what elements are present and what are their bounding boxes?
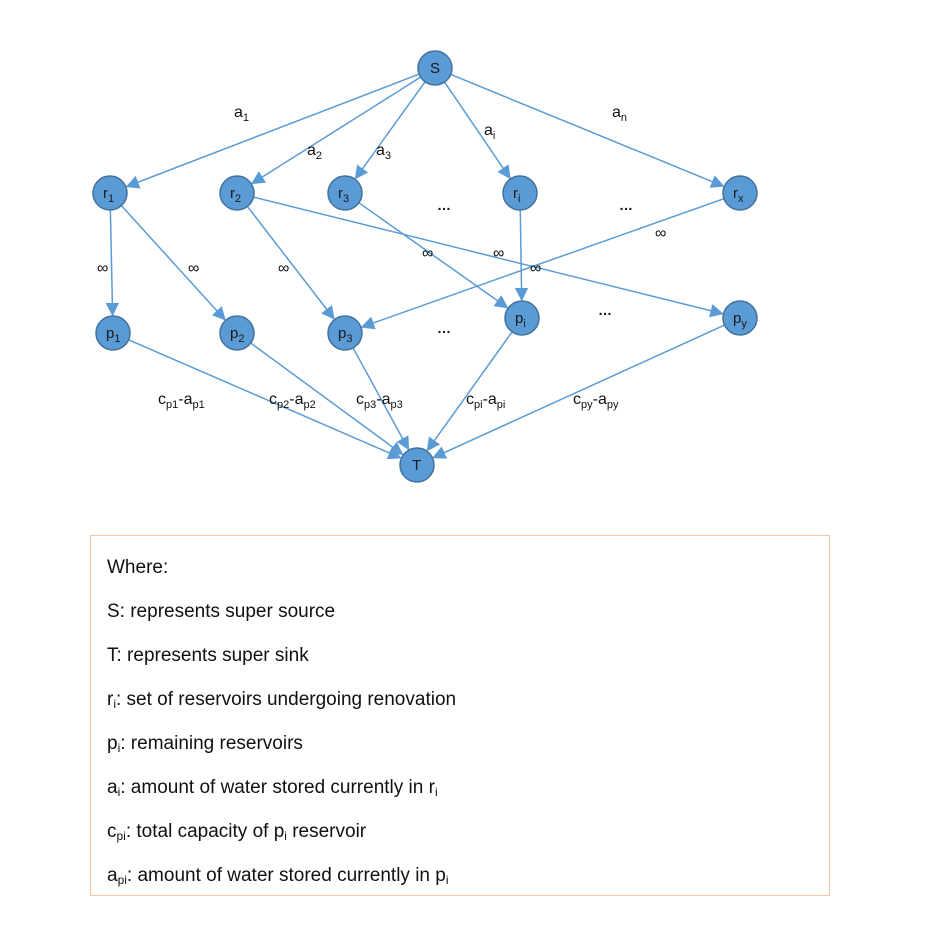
node-label-p3: p3 <box>338 325 352 345</box>
legend-line-4: pi: remaining reservoirs <box>107 733 303 755</box>
edge-label-S-ri: ai <box>484 122 495 142</box>
node-r1: r1 <box>92 175 128 211</box>
ellipsis-1: … <box>437 197 451 213</box>
edge-S-rx <box>450 73 725 188</box>
edge-label-S-rx: an <box>612 104 627 124</box>
sink-edge-label-1: cp1-ap1 <box>158 391 205 411</box>
node-rx: rx <box>722 175 758 211</box>
edge-S-r1 <box>125 73 420 189</box>
node-p2: p2 <box>219 315 255 351</box>
ellipsis-4: … <box>598 302 612 318</box>
edge-label-rx-p3: ∞ <box>655 225 666 242</box>
node-S: S <box>417 50 453 86</box>
ellipsis-3: … <box>437 320 451 336</box>
node-label-py: py <box>733 310 747 330</box>
edge-label-r3-pi: ∞ <box>422 245 433 262</box>
node-label-p1: p1 <box>106 325 120 345</box>
node-label-r2: r2 <box>230 185 241 205</box>
edge-label-r2-py: ∞ <box>493 245 504 262</box>
node-label-ri: ri <box>513 185 520 205</box>
node-r3: r3 <box>327 175 363 211</box>
node-label-r3: r3 <box>338 185 349 205</box>
edge-label-ri-pi: ∞ <box>530 260 541 277</box>
edge-py-T <box>432 324 725 459</box>
edge-label-S-r3: a3 <box>376 142 391 162</box>
edge-ri-pi <box>514 209 529 302</box>
node-circle-ri <box>502 175 538 211</box>
node-pi: pi <box>504 300 540 336</box>
node-label-pi: pi <box>515 310 526 330</box>
flow-network-diagram: Sr1 r2 r3 ri rx p1 p2 p3 pi pyT a1 a2 a3 ai an ∞ ∞ ∞ ∞ ∞ ∞ ∞… <box>92 50 758 483</box>
ellipsis-2: … <box>619 197 633 213</box>
node-circle-p3 <box>327 315 363 351</box>
node-label-rx: rx <box>733 185 744 205</box>
node-label-S: S <box>430 60 440 77</box>
sink-edge-label-3: cp3-ap3 <box>356 391 403 411</box>
edge-S-r2 <box>251 76 422 185</box>
legend-line-5: ai: amount of water stored currently in … <box>107 777 438 799</box>
edge-label-r2-p3: ∞ <box>278 260 289 277</box>
node-circle-pi <box>504 300 540 336</box>
node-circle-r2 <box>219 175 255 211</box>
edge-r3-pi <box>358 202 509 309</box>
node-p1: p1 <box>95 315 131 351</box>
node-circle-rx <box>722 175 758 211</box>
edge-p3-T <box>352 347 410 451</box>
legend-line-3: ri: set of reservoirs undergoing renovat… <box>107 689 457 711</box>
node-circle-r1 <box>92 175 128 211</box>
legend-line-7: api: amount of water stored currently in… <box>107 865 449 887</box>
edge-p1-T <box>128 339 402 460</box>
node-circle-p1 <box>95 315 131 351</box>
legend-line-6: cpi: total capacity of pi reservoir <box>107 821 367 843</box>
sink-edge-label-4: cpi-api <box>466 391 505 411</box>
node-circle-r3 <box>327 175 363 211</box>
node-T: T <box>399 447 435 483</box>
edge-p2-T <box>250 342 404 456</box>
legend-title: Where: <box>107 557 169 578</box>
edge-S-r3 <box>354 81 426 180</box>
edge-S-ri <box>443 81 511 180</box>
edge-label-S-r1: a1 <box>234 104 249 124</box>
node-label-p2: p2 <box>230 325 244 345</box>
node-ri: ri <box>502 175 538 211</box>
node-p3: p3 <box>327 315 363 351</box>
node-py: py <box>722 300 758 336</box>
edge-label-r1-p2: ∞ <box>188 260 199 277</box>
legend-line-2: T: represents super sink <box>107 645 309 666</box>
edge-r1-p2 <box>120 205 226 321</box>
legend-box: Where: S: represents super source T: repr… <box>90 535 830 896</box>
edge-label-S-r2: a2 <box>307 142 322 162</box>
node-circle-p2 <box>219 315 255 351</box>
node-circle-S <box>417 50 453 86</box>
edge-rx-p3 <box>360 197 725 330</box>
node-label-r1: r1 <box>103 185 114 205</box>
sink-edge-label-2: cp2-ap2 <box>269 391 316 411</box>
sink-edge-label-5: cpy-apy <box>573 391 619 411</box>
edge-label-r1-p1: ∞ <box>97 260 108 277</box>
edge-pi-T <box>426 331 513 452</box>
node-circle-T <box>399 447 435 483</box>
edge-r1-p1 <box>105 209 120 317</box>
legend-line-1: S: represents super source <box>107 601 336 622</box>
edge-r2-py <box>253 196 724 318</box>
node-label-T: T <box>412 457 421 474</box>
node-circle-py <box>722 300 758 336</box>
node-r2: r2 <box>219 175 255 211</box>
edge-r2-p3 <box>246 206 335 320</box>
